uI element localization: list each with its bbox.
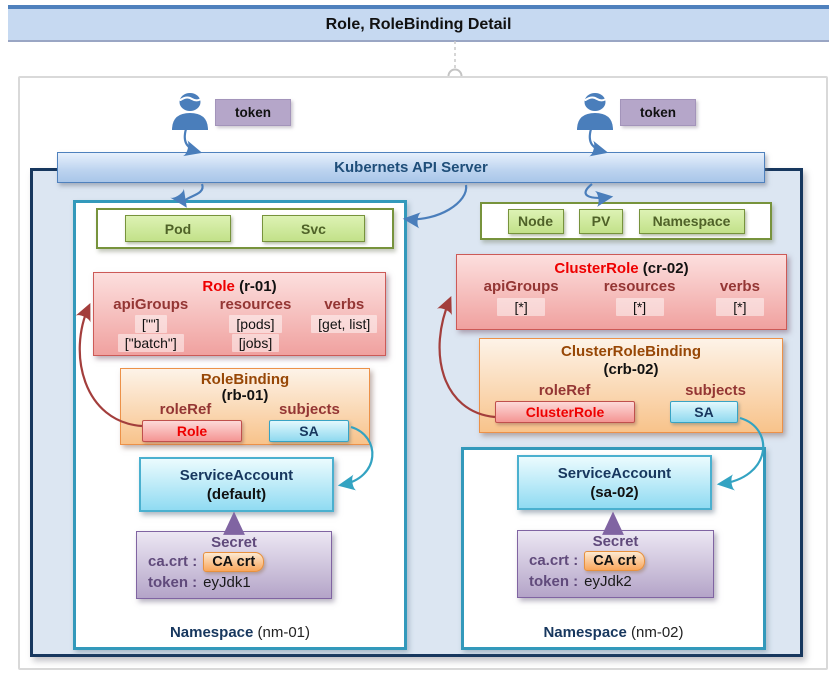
token-badge: token — [620, 99, 696, 126]
subject-sa-chip: SA — [670, 401, 738, 423]
subject-sa-chip: SA — [269, 420, 349, 442]
clusterrolebinding-box: ClusterRoleBinding (crb-02) roleRef subj… — [479, 338, 783, 433]
namespace-label: Namespace (nm-02) — [543, 624, 684, 641]
role-title: Role (r-01) — [202, 278, 277, 295]
clusterrolebinding-headers: roleRef subjects — [538, 382, 746, 399]
ca-crt-chip: CA crt — [584, 550, 646, 571]
secret-token-line: token : eyJdk1 — [148, 574, 251, 591]
secret-box: Secret ca.crt : CA crt token : eyJdk2 — [517, 530, 714, 598]
role-box: Role (r-01) apiGroups resources verbs ["… — [93, 272, 386, 356]
role-values-row1: [""] [pods] [get, list] — [94, 315, 385, 333]
page-title: Role, RoleBinding Detail — [8, 5, 829, 42]
node-box: Node — [507, 208, 564, 234]
secret-cacrt-line: ca.crt : CA crt — [137, 551, 331, 572]
ca-crt-chip: CA crt — [203, 551, 265, 572]
role-headers: apiGroups resources verbs — [113, 296, 365, 313]
secret-box: Secret ca.crt : CA crt token : eyJdk1 — [136, 531, 332, 599]
workload-group: Pod Svc — [96, 208, 394, 249]
role-values-row2: ["batch"] [jobs] — [94, 334, 385, 352]
secret-title: Secret — [211, 534, 257, 551]
namespace-label: Namespace (nm-01) — [169, 624, 311, 641]
cluster-resource-group: Node PV Namespace — [480, 202, 772, 240]
api-server-bar: Kubernets API Server — [57, 152, 765, 183]
serviceaccount-box: ServiceAccount (default) — [139, 457, 334, 512]
clusterrole-headers: apiGroups resources verbs — [483, 278, 760, 295]
rolebinding-box: RoleBinding (rb-01) roleRef subjects Rol… — [120, 368, 370, 445]
svc-box: Svc — [262, 215, 365, 242]
user-icon — [172, 93, 208, 130]
clusterrole-values: [*] [*] [*] — [457, 298, 786, 316]
rolebinding-headers: roleRef subjects — [159, 401, 340, 418]
clusterrolebinding-chips: ClusterRole SA — [480, 400, 782, 423]
rolebinding-chips: Role SA — [121, 419, 369, 442]
clusterrole-box: ClusterRole (cr-02) apiGroups resources … — [456, 254, 787, 330]
secret-title: Secret — [592, 533, 639, 550]
user-icon — [577, 93, 613, 130]
pod-box: Pod — [125, 215, 231, 242]
clusterroleref-chip: ClusterRole — [495, 401, 635, 423]
clusterrole-title: ClusterRole (cr-02) — [554, 260, 689, 277]
namespace-resource-box: Namespace — [638, 208, 745, 234]
rolebinding-title: RoleBinding (rb-01) — [200, 371, 290, 404]
roleref-chip: Role — [142, 420, 242, 442]
clusterrolebinding-title: ClusterRoleBinding (crb-02) — [560, 343, 701, 378]
pv-box: PV — [579, 208, 623, 234]
secret-cacrt-line: ca.crt : CA crt — [518, 550, 713, 571]
token-badge: token — [215, 99, 291, 126]
serviceaccount-box: ServiceAccount (sa-02) — [517, 455, 712, 510]
secret-token-line: token : eyJdk2 — [529, 573, 632, 590]
